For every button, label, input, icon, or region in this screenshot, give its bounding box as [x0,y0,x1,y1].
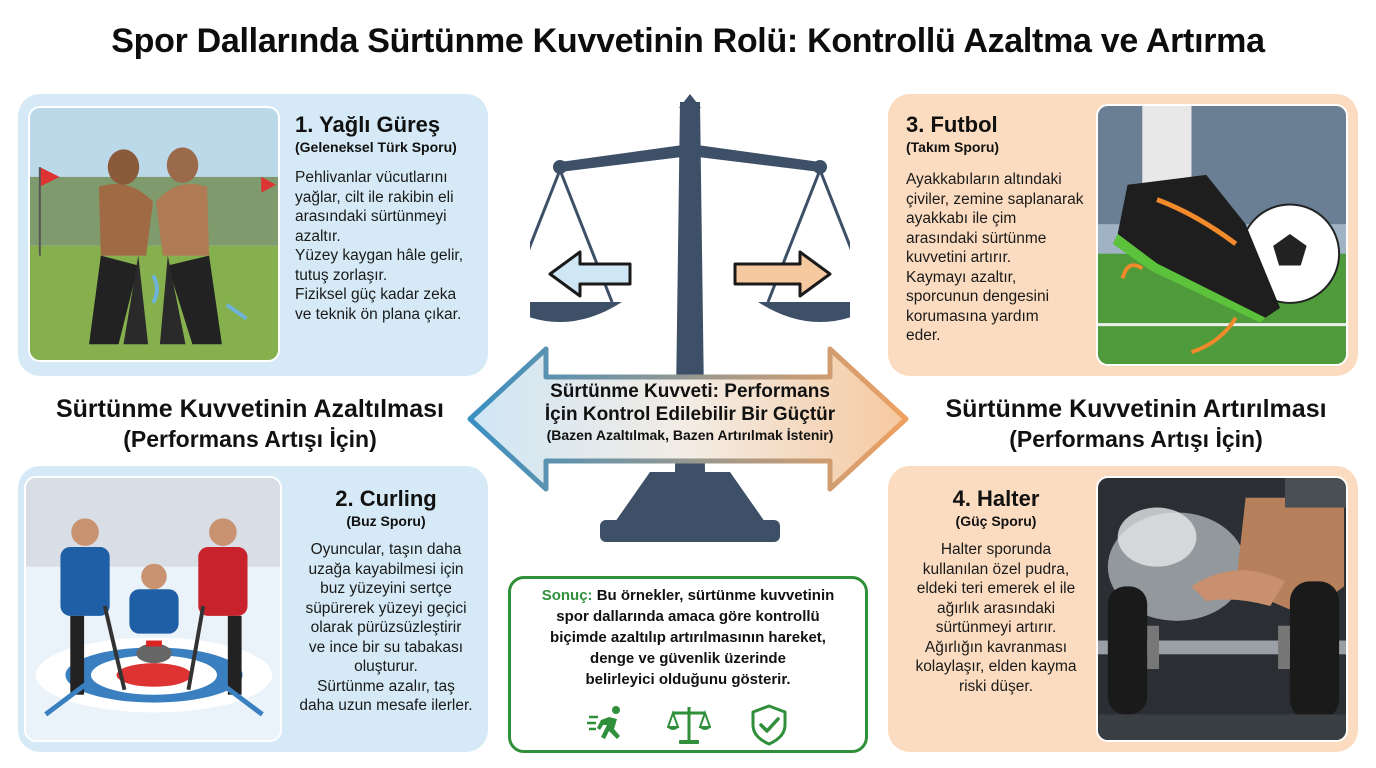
card-1-line: Fiziksel güç kadar zeka [295,286,457,303]
card-2-line: oluşturur. [354,658,418,675]
card-3-line: sporcunun dengesini [906,288,1050,305]
card-2-line: Oyuncular, taşın daha [310,541,462,558]
conclusion-line: belirleyici olduğunu gösterir. [585,671,791,688]
card-4-line: ağırlık arasındaki [936,599,1056,617]
shield-check-icon [751,704,787,746]
card-3-body: Ayakkabıların altındaki çiviler, zemine … [906,170,1096,346]
card-1-line: tutuş zorlaşır. [295,266,388,284]
card-2-line: ve ince bir su tabakası [308,638,464,656]
card-1-line: azaltır. [295,227,341,245]
right-heading-subtitle: (Performans Artışı İçin) [1009,426,1263,452]
card-4-line: kullanılan özel pudra, [922,560,1070,578]
card-2-line: olarak pürüzsüzleştirir [310,619,462,636]
card-4-body: Halter sporunda kullanılan özel pudra, e… [896,540,1096,696]
conclusion-text: Sonuç: Bu örnekler, sürtünme kuvvetinin … [521,585,855,690]
card-4-line: kolaylaşır, elden kayma [915,658,1077,675]
card-4-line: sürtünmeyi artırır. [935,619,1057,636]
card-2-line: daha uzun mesafe ilerler. [299,697,473,714]
card-2-line: Sürtünme azalır, taş [317,677,455,695]
right-heading: Sürtünme Kuvvetinin Artırılması (Perform… [906,394,1366,454]
left-heading-subtitle: (Performans Artışı İçin) [123,426,377,452]
card-3-line: arasındaki sürtünme [906,229,1047,247]
card-1-line: Pehlivanlar vücutlarını [295,169,448,186]
card-3-subtitle: (Takım Sporu) [906,139,1000,155]
card-3-line: korumasına yardım [906,307,1039,325]
center-line-3: (Bazen Azaltılmak, Bazen Artırılmak İste… [546,427,834,443]
card-1-body: Pehlivanlar vücutlarını yağlar, cilt ile… [295,168,485,324]
card-4-line: Halter sporunda [940,541,1052,558]
card-1-line: yağlar, cilt ile rakibin eli [295,188,454,206]
card-1-subtitle: (Geleneksel Türk Sporu) [295,139,457,155]
card-oil-wrestling: 1. Yağlı Güreş (Geleneksel Türk Sporu) P… [18,94,488,376]
card-4-title: 4. Halter [952,486,1040,511]
football-photo [1096,104,1348,366]
wrestling-photo [28,106,280,362]
double-arrow [467,346,909,492]
left-heading: Sürtünme Kuvvetinin Azaltılması (Perform… [20,394,480,454]
conclusion-label: Sonuç: [541,587,593,604]
card-3-title: 3. Futbol [906,112,998,137]
conclusion-line: denge ve güvenlik üzerinde [590,650,786,667]
card-1-line: arasındaki sürtünmeyi [295,208,447,225]
weightlifting-photo [1096,476,1348,742]
conclusion-box: Sonuç: Bu örnekler, sürtünme kuvvetinin … [508,576,868,753]
card-3-line: çiviler, zemine saplanarak [906,190,1084,208]
card-3-line: ayakkabı ile çim [906,210,1017,227]
page-title: Spor Dallarında Sürtünme Kuvvetinin Rolü… [111,22,1265,60]
card-1-line: Yüzey kaygan hâle gelir, [295,247,464,264]
curling-photo [24,476,282,742]
card-4-line: eldeki teri emerek el ile [916,580,1076,597]
card-4-line: riski düşer. [958,677,1034,695]
card-1-line: ve teknik ön plana çıkar. [295,305,462,323]
card-curling: 2. Curling (Buz Sporu) Oyuncular, taşın … [18,466,488,752]
card-2-line: uzağa kayabilmesi için [308,560,464,578]
card-3-line: eder. [906,327,941,344]
center-line-2: İçin Kontrol Edilebilir Bir Güçtür [544,404,836,425]
card-2-body: Oyuncular, taşın daha uzağa kayabilmesi … [286,540,486,716]
center-statement: Sürtünme Kuvveti: Performans İçin Kontro… [490,380,890,445]
balance-scale-icon [667,707,711,744]
center-line-1: Sürtünme Kuvveti: Performans [550,381,830,402]
conclusion-line: spor dallarında amaca göre kontrollü [556,608,820,625]
card-2-line: süpürerek yüzeyi geçici [305,599,467,617]
card-football: 3. Futbol (Takım Sporu) Ayakkabıların al… [888,94,1358,376]
left-heading-title: Sürtünme Kuvvetinin Azaltılması [55,395,445,423]
card-2-line: buz yüzeyini sertçe [320,580,452,597]
running-person-icon [587,706,620,739]
card-3-line: Ayakkabıların altındaki [906,171,1062,188]
card-4-subtitle: (Güç Sporu) [955,513,1037,529]
card-2-subtitle: (Buz Sporu) [346,513,426,529]
card-3-line: kuvvetini artırır. [906,249,1012,266]
card-weightlifting: 4. Halter (Güç Sporu) Halter sporunda ku… [888,466,1358,752]
conclusion-line: biçimde azaltılıp artırılmasının hareket… [550,629,826,646]
conclusion-icons [511,703,865,747]
card-2-title: 2. Curling [335,486,437,511]
conclusion-line: Bu örnekler, sürtünme kuvvetinin [592,587,835,604]
right-heading-title: Sürtünme Kuvvetinin Artırılması [945,395,1327,423]
card-4-line: Ağırlığın kavranması [924,638,1068,656]
card-1-title: 1. Yağlı Güreş [295,112,441,137]
card-3-line: Kaymayı azaltır, [906,268,1017,286]
